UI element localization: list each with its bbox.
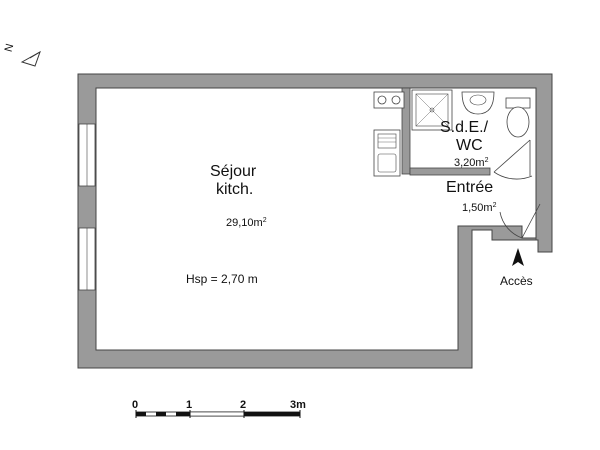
sejour-name-line2: kitch. — [216, 181, 253, 198]
access-marker: Accès — [500, 248, 533, 288]
access-arrow-icon — [512, 248, 524, 266]
sejour-area: 29,10m2 — [226, 217, 267, 229]
scale-bar: 0 1 2 3m — [132, 399, 306, 418]
kitchen-fixtures — [373, 91, 405, 177]
access-label: Accès — [500, 274, 533, 288]
bathroom-fixtures — [411, 89, 531, 138]
scale-label-1: 1 — [186, 399, 192, 411]
sde-area: 3,20m2 — [454, 157, 489, 169]
toilet-tank-icon — [505, 97, 531, 109]
washbasin-icon — [461, 91, 495, 115]
windows — [78, 123, 96, 291]
north-label: N — [3, 42, 17, 53]
toilet-bowl-icon — [506, 106, 530, 138]
bathroom-partition-wall — [401, 87, 411, 175]
entree-name: Entrée — [446, 179, 493, 196]
north-arrow: N — [3, 42, 41, 67]
hob-icon — [373, 91, 405, 109]
north-arrow-icon — [20, 50, 41, 67]
scale-label-3: 3m — [290, 399, 306, 411]
entree-area: 1,50m2 — [462, 202, 497, 214]
sejour-name-line1: Séjour — [210, 163, 257, 180]
doors — [493, 139, 541, 240]
scale-label-2: 2 — [240, 399, 246, 411]
sink-icon — [373, 129, 401, 177]
bathroom-door-icon — [493, 139, 533, 180]
entry-door-icon — [499, 203, 541, 239]
sde-name-line1: S.d.E./ — [440, 119, 489, 136]
ceiling-height: Hsp = 2,70 m — [186, 272, 258, 286]
entry-partition-wall — [409, 167, 491, 176]
sde-name-line2: WC — [456, 137, 483, 154]
scale-label-0: 0 — [132, 399, 138, 411]
